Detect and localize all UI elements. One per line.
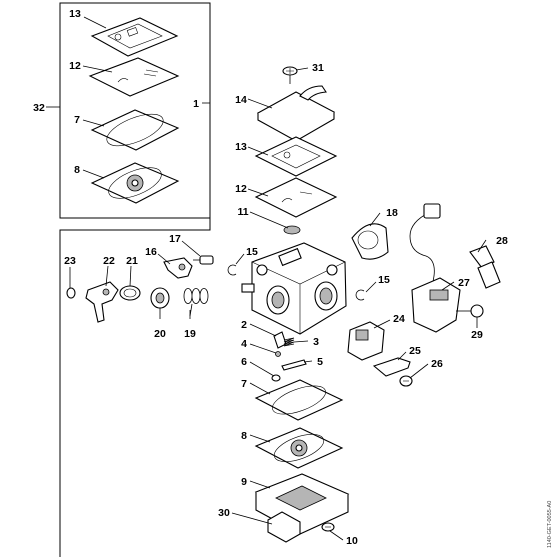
label-10: 10 [346,535,358,547]
label-17: 17 [169,233,181,245]
label-1: 1 [193,98,199,110]
label-7b: 7 [241,378,247,390]
solenoid-27 [411,277,461,333]
part-labels: 13 12 7 8 32 1 31 14 13 12 11 18 17 16 1… [33,8,508,547]
lever-22 [85,281,119,323]
gasket-7 [254,379,344,421]
label-19: 19 [184,328,196,340]
label-26: 26 [431,358,443,370]
spring-19 [183,288,209,317]
label-25: 25 [409,345,421,357]
document-code: 1140-GET-0055-A0 [547,501,553,548]
end-cover-9 [254,473,350,535]
kit-gasket [90,109,180,151]
label-7a: 7 [74,114,80,126]
washer-23 [66,287,76,299]
label-21: 21 [126,255,138,267]
label-8a: 8 [74,164,80,176]
label-15b: 15 [378,274,390,286]
clip-15a [227,264,237,276]
label-22: 22 [103,255,115,267]
label-5: 5 [317,356,323,368]
ring-21 [119,285,141,301]
bushing-20 [150,287,170,309]
kit-diaphragm [90,162,180,204]
label-13a: 13 [69,8,81,20]
pin-4 [275,351,281,357]
label-28: 28 [496,235,508,247]
assembly-frame [59,3,211,557]
label-20: 20 [154,328,166,340]
label-13b: 13 [235,141,247,153]
valve-24 [347,321,385,361]
label-2: 2 [241,319,247,331]
label-8b: 8 [241,430,247,442]
label-31: 31 [312,62,324,74]
label-11: 11 [237,206,248,218]
label-12a: 12 [69,60,81,72]
screw-6 [271,374,281,382]
screw-17 [193,255,214,265]
bracket-25 [372,357,411,377]
kit-cover-gasket [90,17,179,57]
label-4: 4 [241,338,247,350]
cap-18 [351,223,389,260]
label-27: 27 [458,277,470,289]
label-12b: 12 [235,183,247,195]
label-14: 14 [235,94,247,106]
wire-harness [409,203,441,289]
label-32: 32 [33,102,45,114]
label-30: 30 [218,507,230,519]
membrane-12 [254,177,338,218]
label-24: 24 [393,313,405,325]
screw-10 [321,522,335,532]
carburetor-body [241,242,347,335]
leader-lines [46,16,487,541]
kit-membrane [88,57,180,97]
label-15a: 15 [246,246,258,258]
screw-26 [399,375,413,387]
label-3: 3 [313,336,319,348]
screw-31 [282,66,298,84]
cover-gasket-13 [254,136,338,177]
label-18: 18 [386,207,398,219]
lever-5 [281,359,307,371]
label-29: 29 [471,329,483,341]
diaphragm-8 [254,427,344,469]
spring-3 [283,337,295,347]
lever-16 [163,257,193,279]
label-23: 23 [64,255,76,267]
clip-15b [355,289,365,301]
part-30 [267,511,301,543]
label-9: 9 [241,476,247,488]
label-16: 16 [145,246,157,258]
pump-cover-14 [256,85,336,142]
screw-29 [456,304,484,318]
connector-28 [469,245,501,289]
label-6: 6 [241,356,247,368]
